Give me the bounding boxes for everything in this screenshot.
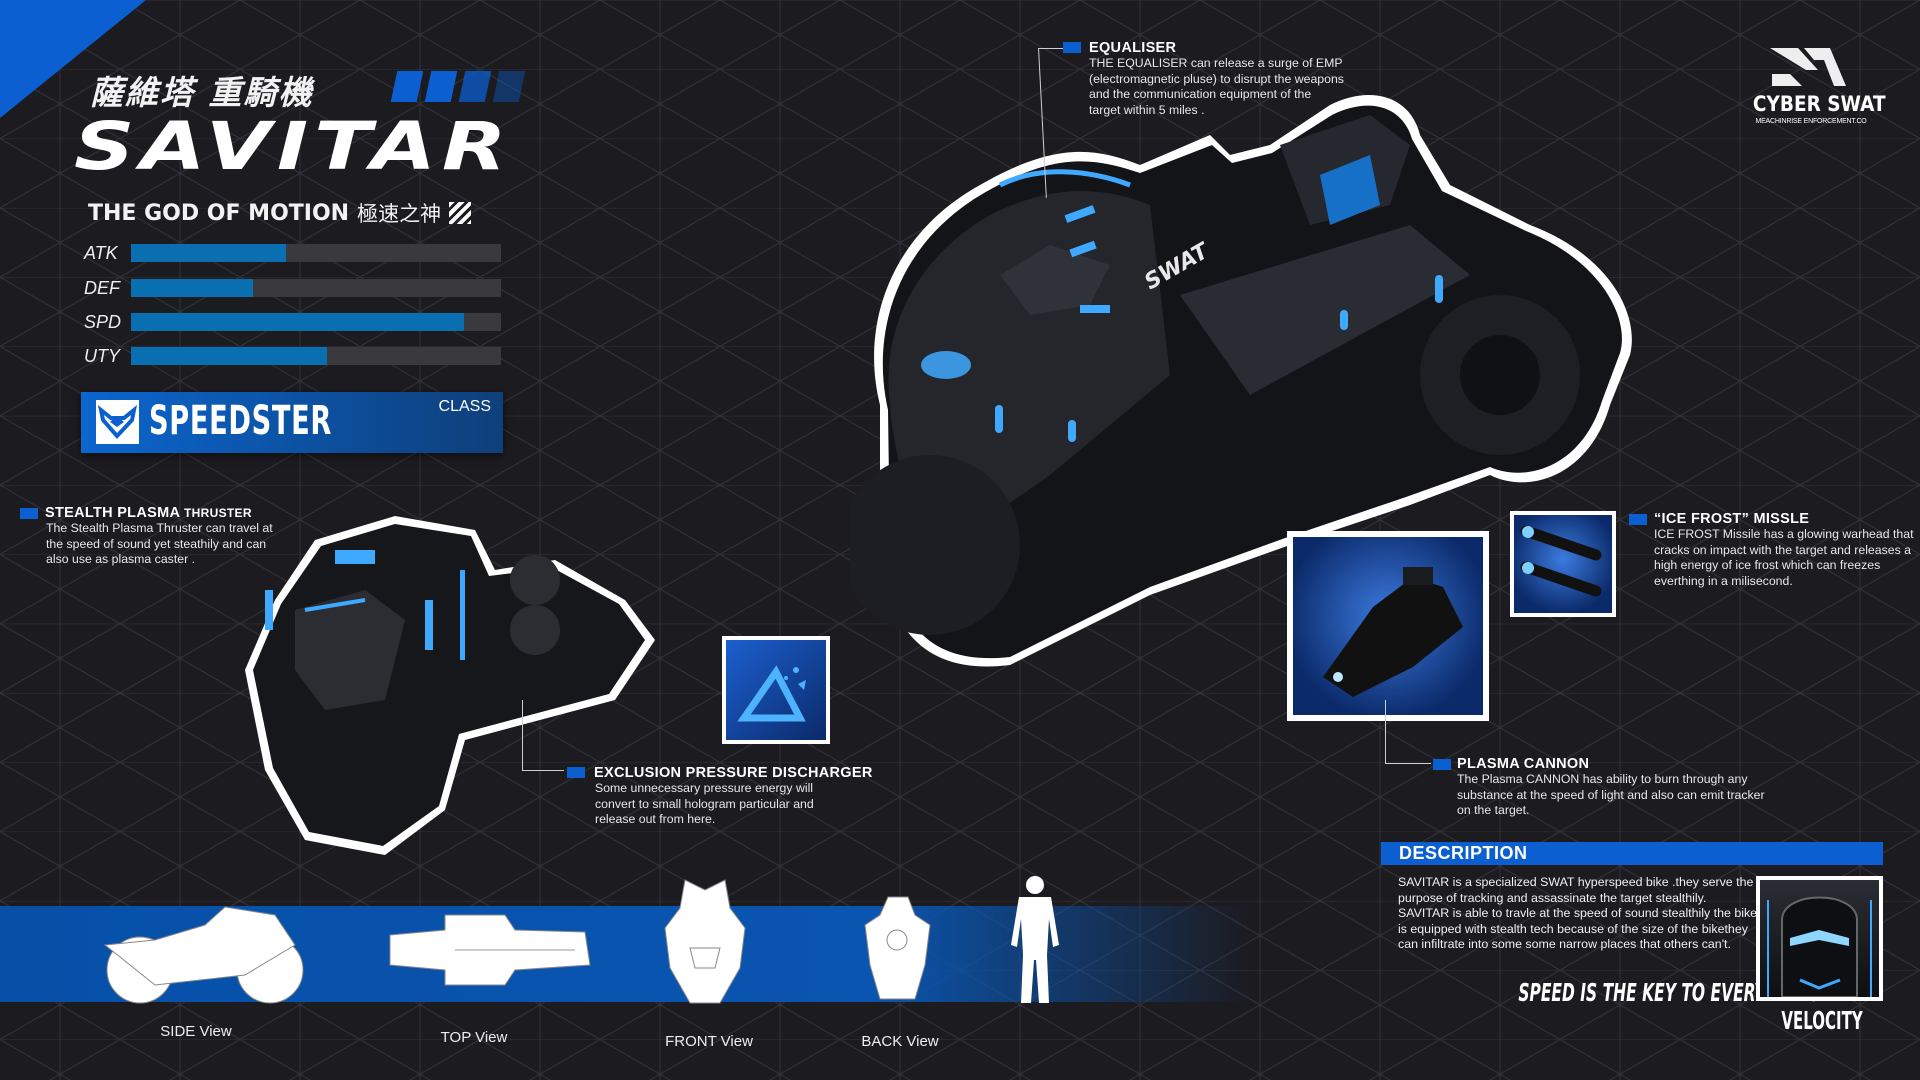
stat-bar-track: [131, 279, 501, 297]
equaliser-title: EQUALISER: [1089, 40, 1177, 56]
stat-label: SPD: [84, 311, 122, 332]
side-view-icon: [103, 906, 304, 1004]
stat-row-spd: SPD: [84, 311, 501, 332]
note-marker: [567, 767, 585, 778]
stat-label: DEF: [84, 277, 120, 298]
description-text: SAVITAR is a specialized SWAT hyperspeed…: [1398, 875, 1758, 951]
savitar-bike-illustration: SWAT: [850, 95, 1632, 667]
speedster-emblem-icon: [96, 400, 139, 444]
note-marker: [20, 508, 38, 519]
subtitle-cn: 極速之神: [357, 202, 442, 226]
stat-bar-fill: [131, 347, 328, 365]
missile-text: ICE FROST Missile has a glowing warhead …: [1654, 527, 1914, 588]
leader-line: [1038, 48, 1063, 49]
missile-title: “ICE FROST” MISSLE: [1654, 511, 1810, 527]
description-heading: DESCRIPTION: [1381, 842, 1883, 865]
cannon-note: PLASMA CANNON The Plasma CANNON has abil…: [1433, 756, 1783, 819]
view-label-top: TOP View: [440, 1029, 508, 1046]
discharger-icon-box: [722, 636, 830, 744]
stat-label: ATK: [84, 242, 118, 263]
discharger-title: EXCLUSION PRESSURE DISCHARGER: [594, 765, 873, 781]
equaliser-text: THE EQUALISER can release a surge of EMP…: [1089, 56, 1344, 117]
missile-image: [1510, 511, 1616, 617]
cyber-swat-logo-icon: [1770, 48, 1846, 86]
note-marker: [1629, 514, 1647, 525]
stat-bar-track: [131, 244, 501, 262]
plasma-cannon-icon: [1323, 567, 1463, 697]
view-label-back: BACK View: [861, 1033, 939, 1050]
thruster-title: STEALTH PLASMA: [45, 505, 180, 521]
leader-line: [522, 700, 523, 770]
title-chinese: 薩維塔 重騎機: [90, 73, 314, 112]
stat-bar-fill: [131, 279, 254, 297]
class-label: CLASS: [438, 398, 491, 415]
note-marker: [1063, 42, 1081, 53]
brand-name: CYBER SWAT: [1752, 92, 1886, 116]
back-view-icon: [864, 896, 931, 1000]
corner-accent: [0, 0, 146, 118]
stat-bar-track: [131, 313, 501, 331]
cannon-image: [1287, 531, 1489, 721]
cannon-title: PLASMA CANNON: [1457, 756, 1590, 772]
discharger-text: Some unnecessary pressure energy will co…: [595, 781, 814, 826]
stealth-thruster-illustration: [245, 516, 655, 855]
slogan: SPEED IS THE KEY TO EVERYTHING .: [1518, 978, 1832, 1007]
class-name: SPEEDSTER: [149, 398, 333, 444]
missile-icon: [1520, 525, 1602, 597]
note-marker: [1433, 759, 1451, 770]
stat-bar-track: [131, 347, 501, 365]
stat-row-def: DEF: [84, 277, 501, 298]
triangle-hologram-icon: [737, 665, 806, 722]
leader-line: [522, 770, 564, 771]
helmet-icon: [1767, 896, 1872, 998]
subtitle-text: THE GOD OF MOTION: [88, 200, 350, 226]
view-label-side: SIDE View: [160, 1023, 232, 1040]
hatch-icon: [449, 202, 472, 224]
leader-line: [1385, 700, 1386, 763]
human-scale-silhouette-icon: [1011, 876, 1059, 1003]
discharger-note: EXCLUSION PRESSURE DISCHARGER Some unnec…: [567, 765, 897, 828]
view-label-front: FRONT View: [665, 1033, 753, 1050]
title-dashes: [390, 71, 526, 102]
pilot-portrait: [1756, 876, 1883, 1001]
stat-bar-fill: [131, 244, 287, 262]
page-title: SAVITAR: [74, 108, 513, 185]
thruster-text: The Stealth Plasma Thruster can travel a…: [46, 521, 273, 566]
stat-label: UTY: [84, 345, 120, 366]
leader-line: [1385, 763, 1431, 764]
subtitle: THE GOD OF MOTION 極速之神: [88, 198, 472, 228]
class-box: SPEEDSTER CLASS: [81, 392, 503, 453]
front-view-icon: [664, 879, 746, 1004]
thruster-note: STEALTH PLASMA THRUSTER The Stealth Plas…: [20, 505, 280, 568]
pilot-name: VELOCITY: [1781, 1006, 1863, 1035]
thruster-title-small: THRUSTER: [184, 506, 252, 520]
missile-note: “ICE FROST” MISSLE ICE FROST Missile has…: [1629, 511, 1919, 589]
equaliser-note: EQUALISER THE EQUALISER can release a su…: [1063, 40, 1353, 118]
stat-row-atk: ATK: [84, 242, 501, 263]
stat-bar-fill: [131, 313, 464, 331]
brand-tagline: MEACHINRISE ENFORCEMENT.CO: [1755, 118, 1867, 125]
top-view-icon: [389, 914, 591, 986]
stat-row-uty: UTY: [84, 345, 501, 366]
cannon-text: The Plasma CANNON has ability to burn th…: [1457, 772, 1765, 817]
